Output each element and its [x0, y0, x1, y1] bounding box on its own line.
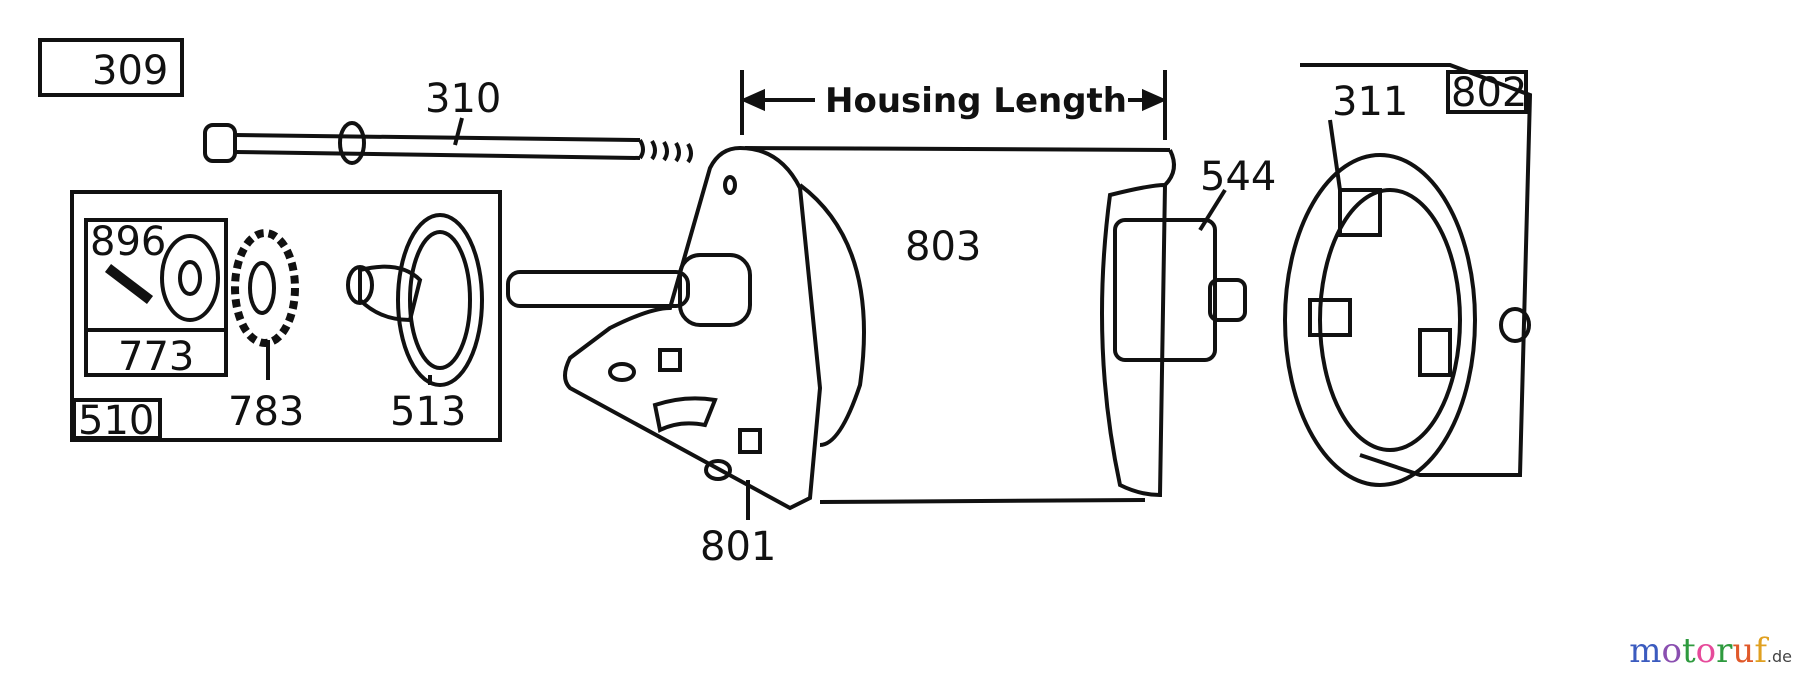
pinion-513: [346, 213, 484, 387]
part-510-label-box: [72, 398, 162, 440]
label-309: 309: [92, 48, 168, 94]
label-783: 783: [228, 389, 304, 435]
label-513: 513: [390, 389, 466, 435]
label-803: 803: [905, 224, 981, 270]
end-plate-801: [563, 145, 823, 520]
logo-text: motoruf: [1629, 631, 1767, 671]
motoruf-logo: motoruf.de: [1629, 631, 1792, 671]
part-773-box: [84, 218, 228, 377]
label-311: 311: [1332, 79, 1408, 125]
label-544: 544: [1200, 154, 1276, 200]
label-773: 773: [118, 334, 194, 380]
end-cap-802: [1283, 63, 1533, 487]
part-510-kit-box: [70, 190, 502, 442]
label-801: 801: [700, 524, 776, 570]
through-bolt-310: [203, 117, 693, 165]
gear-783: [231, 229, 299, 380]
part-309-box: [38, 38, 184, 97]
label-896: 896: [90, 219, 166, 265]
label-802: 802: [1451, 70, 1527, 116]
label-310: 310: [425, 76, 501, 122]
label-510: 510: [78, 398, 154, 444]
housing-803: [744, 146, 1247, 504]
label-housing-length: Housing Length: [825, 81, 1127, 121]
